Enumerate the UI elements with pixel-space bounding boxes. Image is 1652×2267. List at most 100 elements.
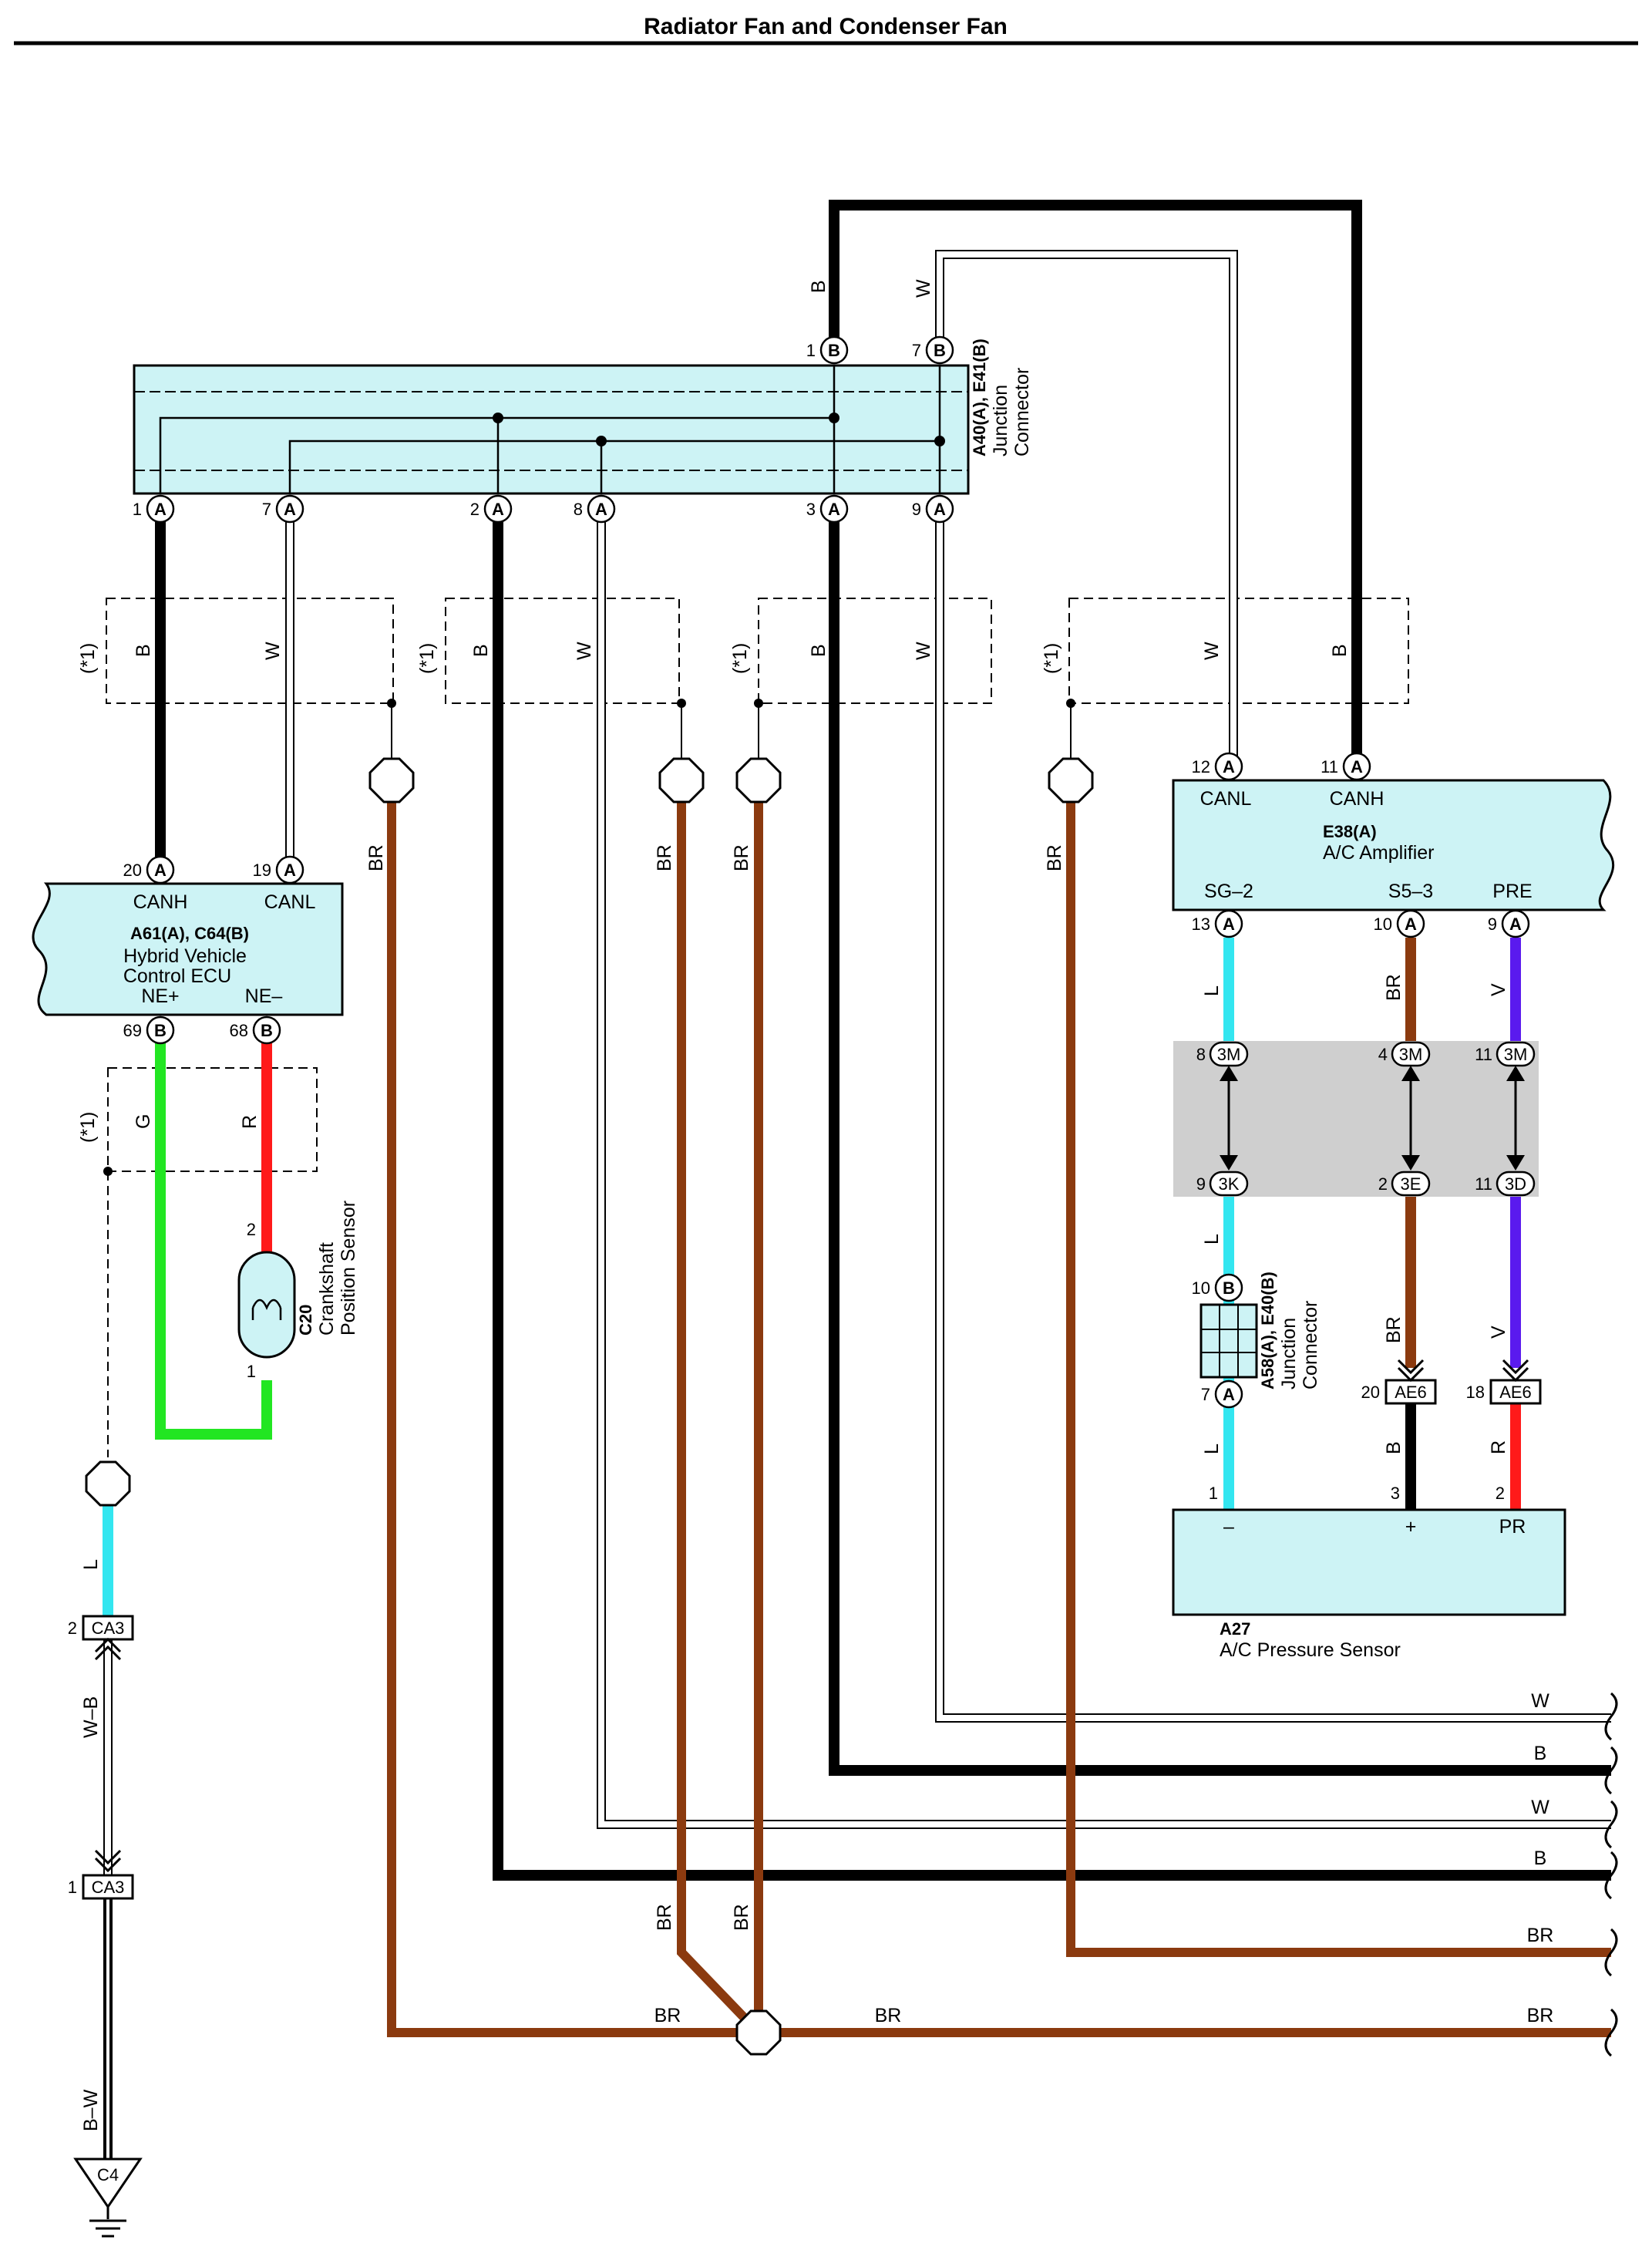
svg-text:(*1): (*1) <box>1041 643 1062 674</box>
svg-text:A: A <box>934 500 946 519</box>
svg-text:10: 10 <box>1374 915 1392 934</box>
continuation-marks <box>1604 1692 1618 2057</box>
svg-text:8: 8 <box>1196 1045 1206 1064</box>
svg-text:BR: BR <box>654 844 675 871</box>
wire-br-drain-1 <box>387 785 740 2037</box>
splices <box>85 757 1094 2056</box>
svg-text:L: L <box>1201 1443 1223 1454</box>
svg-text:3: 3 <box>1391 1484 1400 1503</box>
svg-text:13: 13 <box>1192 915 1210 934</box>
svg-text:B: B <box>1223 1278 1235 1298</box>
svg-text:3D: 3D <box>1505 1174 1526 1194</box>
ps-terminal-plus: + <box>1405 1516 1417 1538</box>
svg-text:A: A <box>284 500 296 519</box>
shield-notes: (*1) (*1) (*1) (*1) (*1) <box>77 643 1062 1143</box>
svg-text:1: 1 <box>247 1362 256 1381</box>
svg-text:3M: 3M <box>1399 1045 1423 1064</box>
svg-text:7: 7 <box>1201 1385 1210 1404</box>
pill-connectors <box>1209 1041 1536 1197</box>
crank-label: C20 Crankshaft Position Sensor <box>296 1201 359 1336</box>
svg-text:(*1): (*1) <box>416 643 438 674</box>
svg-text:A: A <box>1405 915 1417 934</box>
ps-terminal-pr: PR <box>1499 1516 1526 1538</box>
svg-text:A: A <box>1223 757 1235 776</box>
svg-text:CA3: CA3 <box>92 1619 125 1638</box>
shield-taps <box>391 703 1072 763</box>
svg-text:11: 11 <box>1475 1045 1492 1064</box>
svg-text:(*1): (*1) <box>77 1112 99 1143</box>
svg-text:A/C Amplifier: A/C Amplifier <box>1323 842 1434 864</box>
wire-color-labels: B W B W B W B W W B BR BR BR BR L BR V L… <box>80 279 1509 2131</box>
svg-text:1: 1 <box>1209 1484 1218 1503</box>
svg-text:BR: BR <box>365 844 387 871</box>
svg-text:1: 1 <box>133 500 142 519</box>
svg-text:3E: 3E <box>1401 1174 1422 1194</box>
svg-text:W: W <box>1531 1690 1549 1712</box>
svg-text:B: B <box>1329 644 1351 657</box>
mating-arrows <box>1227 1069 1517 1167</box>
wire-color-labels-horizontal: W B W B BR BR BR BR <box>654 1690 1554 2026</box>
svg-text:1: 1 <box>806 341 816 360</box>
svg-text:11: 11 <box>1475 1174 1492 1194</box>
svg-text:W: W <box>913 279 934 298</box>
shield-box-4 <box>1068 598 1409 704</box>
svg-text:A40(A), E41(B): A40(A), E41(B) <box>970 339 989 456</box>
svg-text:R: R <box>1488 1440 1509 1454</box>
amp-terminal-s53: S5–3 <box>1388 881 1433 902</box>
svg-text:W: W <box>913 642 934 660</box>
svg-text:B: B <box>1383 1441 1405 1454</box>
svg-text:R: R <box>239 1115 261 1129</box>
svg-text:V: V <box>1488 1326 1509 1339</box>
ground-c4: C4 <box>73 2158 143 2238</box>
svg-text:AE6: AE6 <box>1395 1383 1427 1402</box>
svg-text:A: A <box>1223 1385 1235 1404</box>
ac-amp-labels: CANL CANH E38(A) A/C Amplifier SG–2 S5–3… <box>1200 788 1533 902</box>
inline-chevrons <box>94 1359 1529 1873</box>
svg-text:BR: BR <box>731 1904 752 1931</box>
svg-text:A: A <box>284 861 296 880</box>
amp-terminal-pre: PRE <box>1492 881 1532 902</box>
coil-icon <box>251 1299 282 1311</box>
shield-box-3 <box>758 598 992 704</box>
shield-box-1 <box>106 598 394 704</box>
shield-tap-dots <box>103 699 1075 1176</box>
svg-text:B: B <box>808 644 829 657</box>
svg-text:(*1): (*1) <box>729 643 751 674</box>
hv-ecu-labels: CANH CANL A61(A), C64(B) Hybrid Vehicle … <box>123 891 316 1007</box>
pressure-sensor-labels: – + PR A27 A/C Pressure Sensor <box>1220 1516 1526 1661</box>
svg-text:BR: BR <box>1527 2005 1554 2026</box>
wire-b-j3 <box>829 509 1611 1776</box>
wire-w-amp-canl-outline <box>935 250 1238 766</box>
crankshaft-sensor <box>237 1251 296 1359</box>
svg-text:20: 20 <box>123 861 142 880</box>
ps-code: A27 <box>1220 1619 1250 1639</box>
amp-code: E38(A) <box>1323 822 1377 841</box>
svg-text:B: B <box>133 644 154 657</box>
svg-text:AE6: AE6 <box>1499 1383 1532 1402</box>
svg-text:BR: BR <box>1044 844 1065 871</box>
svg-text:(*1): (*1) <box>77 643 99 674</box>
svg-text:3: 3 <box>806 500 816 519</box>
svg-text:Position Sensor: Position Sensor <box>338 1201 359 1336</box>
svg-text:BR: BR <box>1383 974 1405 1001</box>
svg-text:9: 9 <box>912 500 921 519</box>
svg-text:B: B <box>808 280 829 293</box>
svg-text:BR: BR <box>654 1904 675 1931</box>
svg-text:A: A <box>154 500 167 519</box>
svg-text:7: 7 <box>912 341 921 360</box>
junction-connector-top <box>133 364 970 495</box>
svg-text:B: B <box>828 341 840 360</box>
svg-text:L: L <box>1201 985 1223 996</box>
svg-text:A58(A), E40(B): A58(A), E40(B) <box>1258 1272 1277 1390</box>
svg-text:B: B <box>1534 1743 1547 1764</box>
svg-text:B–W: B–W <box>80 2089 102 2131</box>
junction-connector-mid <box>1199 1303 1258 1379</box>
ecu-code: A61(A), C64(B) <box>130 924 249 943</box>
svg-text:Control ECU: Control ECU <box>123 965 231 987</box>
svg-text:W: W <box>1201 642 1223 660</box>
hv-ecu-box <box>32 882 344 1016</box>
svg-text:V: V <box>1488 983 1509 996</box>
svg-text:Junction: Junction <box>990 385 1011 456</box>
svg-text:18: 18 <box>1466 1383 1485 1402</box>
wire-w-j9-fill <box>937 509 1611 1721</box>
